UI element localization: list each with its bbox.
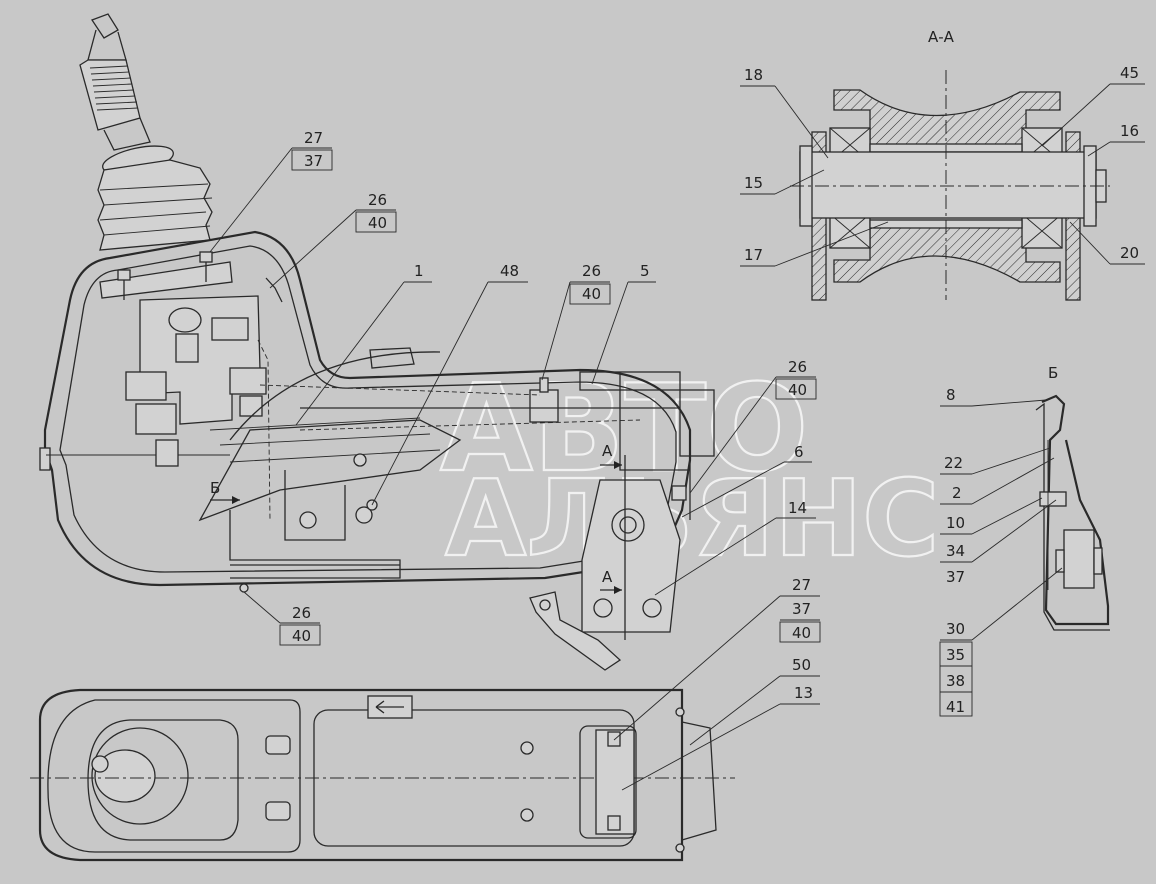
svg-text:13: 13	[794, 684, 813, 702]
svg-text:14: 14	[788, 499, 807, 517]
plan-view: 27 37 40 50 13	[30, 576, 821, 862]
top-plate	[99, 251, 283, 303]
callout-50: 50	[689, 656, 820, 746]
callout-26-40-a: 26 40	[269, 191, 397, 289]
housing	[39, 230, 692, 587]
svg-text:Б: Б	[210, 479, 220, 497]
svg-text:35: 35	[946, 646, 965, 664]
hinge-bracket	[529, 455, 681, 671]
callout-26-40-b: 26 40	[541, 262, 611, 381]
svg-text:6: 6	[794, 443, 804, 461]
svg-text:26: 26	[582, 262, 601, 280]
svg-text:26: 26	[368, 191, 387, 209]
svg-text:16: 16	[1120, 122, 1139, 140]
callout-45: 45	[1041, 64, 1145, 147]
svg-text:45: 45	[1120, 64, 1139, 82]
svg-text:15: 15	[744, 174, 763, 192]
svg-text:37: 37	[946, 568, 965, 586]
svg-text:18: 18	[744, 66, 763, 84]
svg-text:40: 40	[292, 627, 311, 645]
section-arrow-a-bottom: А	[600, 568, 622, 594]
svg-text:26: 26	[292, 604, 311, 622]
svg-text:8: 8	[946, 386, 956, 404]
svg-text:А-А: А-А	[928, 28, 955, 46]
section-arrow-a-top: А	[600, 442, 622, 469]
internal-mechanism	[198, 347, 715, 541]
callout-48: 48	[371, 262, 528, 506]
svg-text:2: 2	[952, 484, 962, 502]
callout-34-37: 34 37	[940, 499, 1057, 586]
callout-22: 22	[940, 447, 1051, 475]
svg-text:Б: Б	[1048, 364, 1058, 382]
callout-10: 10	[940, 497, 1043, 535]
svg-text:А: А	[602, 568, 613, 586]
svg-text:34: 34	[946, 542, 965, 560]
callout-6: 6	[681, 443, 812, 518]
view-b: Б 8 22 2 10 34 37	[939, 364, 1110, 717]
callout-5: 5	[591, 262, 656, 385]
callout-26-40-c: 26 40	[689, 358, 817, 494]
view-arrow-b: Б	[210, 479, 240, 504]
svg-text:30: 30	[946, 620, 965, 638]
callout-8: 8	[940, 386, 1047, 407]
joystick-handle	[79, 13, 213, 251]
svg-text:40: 40	[788, 381, 807, 399]
callout-27-37-40-plan: 27 37 40	[613, 576, 821, 741]
callout-13: 13	[621, 684, 820, 791]
svg-text:10: 10	[946, 514, 965, 532]
callout-26-40-d: 26 40	[243, 591, 321, 646]
callout-18: 18	[740, 66, 829, 159]
svg-text:26: 26	[788, 358, 807, 376]
callout-14: 14	[654, 499, 816, 596]
main-side-view: А А Б 27 37 26 40 1	[39, 13, 817, 671]
valve-block	[125, 295, 271, 521]
svg-text:5: 5	[640, 262, 650, 280]
watermark: АВТО АЛЬЯНС	[439, 359, 940, 581]
callout-17: 17	[740, 221, 889, 267]
svg-text:А: А	[602, 442, 613, 460]
svg-text:40: 40	[792, 624, 811, 642]
svg-text:38: 38	[946, 672, 965, 690]
svg-text:50: 50	[792, 656, 811, 674]
svg-text:27: 27	[304, 129, 323, 147]
callout-1: 1	[295, 262, 432, 426]
svg-text:37: 37	[304, 152, 323, 170]
svg-text:АВТО: АВТО	[440, 360, 808, 499]
base-plate	[229, 510, 401, 593]
svg-text:20: 20	[1120, 244, 1139, 262]
svg-text:41: 41	[946, 698, 965, 716]
section-a-a: А-А 18 45	[740, 28, 1145, 301]
callout-2: 2	[940, 457, 1055, 505]
callout-27-37-top: 27 37	[209, 129, 333, 253]
svg-text:37: 37	[792, 600, 811, 618]
callout-16: 16	[1087, 122, 1145, 157]
svg-text:40: 40	[582, 285, 601, 303]
svg-text:27: 27	[792, 576, 811, 594]
svg-text:1: 1	[414, 262, 424, 280]
callout-30-35-38-41: 30 35 38 41	[939, 567, 1063, 717]
callout-15: 15	[740, 169, 825, 195]
svg-text:40: 40	[368, 214, 387, 232]
svg-text:17: 17	[744, 246, 763, 264]
svg-text:48: 48	[500, 262, 519, 280]
callout-20: 20	[1069, 221, 1145, 265]
svg-text:АЛЬЯНС: АЛЬЯНС	[445, 458, 939, 580]
svg-text:22: 22	[944, 454, 963, 472]
